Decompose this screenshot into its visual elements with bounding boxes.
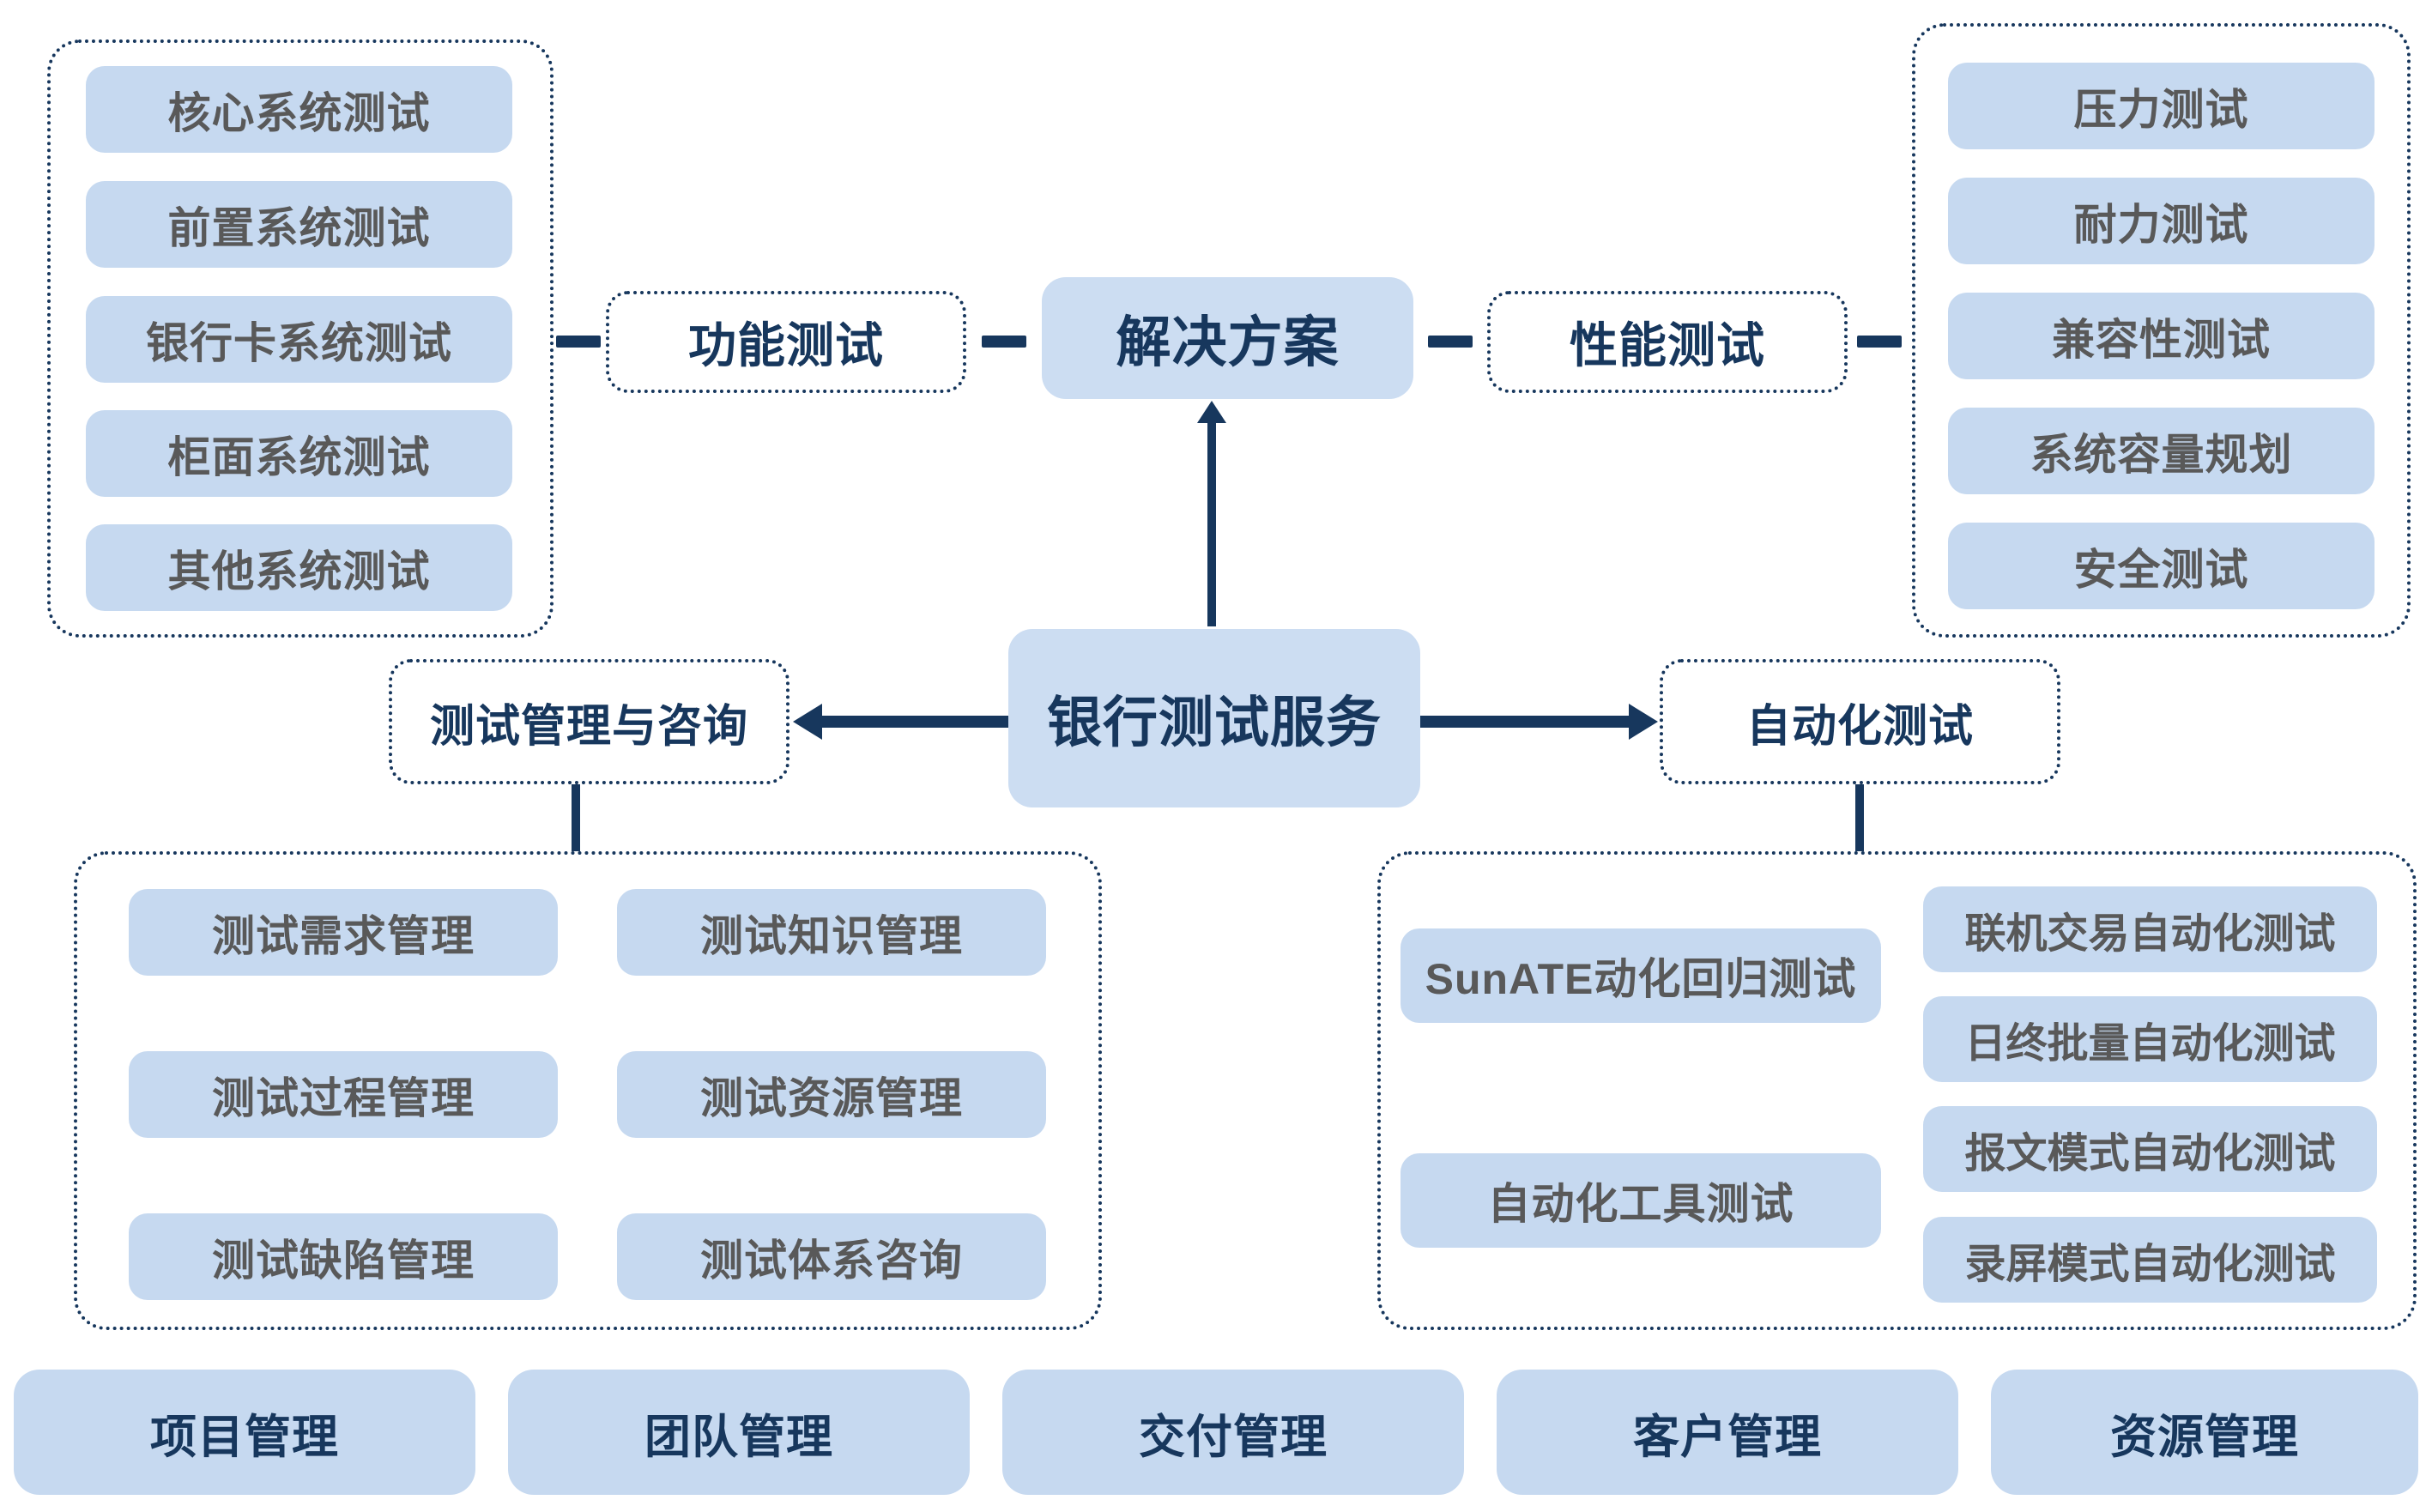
functional-item: 银行卡系统测试 <box>86 296 512 383</box>
performance-item: 压力测试 <box>1948 63 2375 149</box>
performance-item: 耐力测试 <box>1948 178 2375 264</box>
management-consulting-node: 测试管理与咨询 <box>389 659 789 784</box>
management-item: 测试体系咨询 <box>617 1213 1046 1300</box>
automation-group <box>1377 851 2417 1330</box>
connector-line <box>572 784 580 851</box>
management-item: 测试需求管理 <box>129 889 558 976</box>
connector-dash <box>982 336 1026 348</box>
management-item: 测试资源管理 <box>617 1051 1046 1138</box>
automation-mode-item: 录屏模式自动化测试 <box>1923 1217 2377 1303</box>
functional-test-group <box>47 39 554 638</box>
automation-tool-item: 自动化工具测试 <box>1401 1153 1881 1248</box>
automation-test-node: 自动化测试 <box>1660 659 2060 784</box>
functional-item: 前置系统测试 <box>86 181 512 268</box>
solution-node: 解决方案 <box>1042 277 1413 399</box>
connector-dash <box>1857 336 1902 348</box>
functional-test-node: 功能测试 <box>606 291 966 393</box>
arrow-up-shaft <box>1207 420 1216 626</box>
performance-item: 安全测试 <box>1948 523 2375 609</box>
footer-box-customer: 客户管理 <box>1497 1370 1958 1495</box>
footer-box-delivery: 交付管理 <box>1002 1370 1464 1495</box>
automation-tool-item: SunATE动化回归测试 <box>1401 928 1881 1023</box>
footer-box-resource: 资源管理 <box>1991 1370 2418 1495</box>
connector-line <box>1855 784 1864 851</box>
automation-mode-item: 报文模式自动化测试 <box>1923 1106 2377 1192</box>
connector-dash <box>1428 336 1473 348</box>
automation-mode-item: 日终批量自动化测试 <box>1923 996 2377 1082</box>
management-item: 测试过程管理 <box>129 1051 558 1138</box>
arrow-right-shaft <box>1420 716 1630 728</box>
performance-test-group <box>1912 23 2411 638</box>
footer-box-project: 项目管理 <box>14 1370 475 1495</box>
functional-item: 核心系统测试 <box>86 66 512 153</box>
automation-mode-item: 联机交易自动化测试 <box>1923 886 2377 972</box>
arrow-left-shaft <box>820 716 1008 728</box>
bank-test-service-hub: 银行测试服务 <box>1008 629 1420 807</box>
footer-box-team: 团队管理 <box>508 1370 970 1495</box>
arrow-up-head <box>1197 401 1226 423</box>
management-item: 测试缺陷管理 <box>129 1213 558 1300</box>
functional-item: 其他系统测试 <box>86 524 512 611</box>
functional-item: 柜面系统测试 <box>86 410 512 497</box>
management-group <box>74 851 1102 1330</box>
performance-test-node: 性能测试 <box>1487 291 1848 393</box>
performance-item: 系统容量规划 <box>1948 408 2375 494</box>
arrow-right-head <box>1629 704 1658 740</box>
arrow-left-head <box>793 704 822 740</box>
performance-item: 兼容性测试 <box>1948 293 2375 379</box>
connector-dash <box>556 336 601 348</box>
management-item: 测试知识管理 <box>617 889 1046 976</box>
